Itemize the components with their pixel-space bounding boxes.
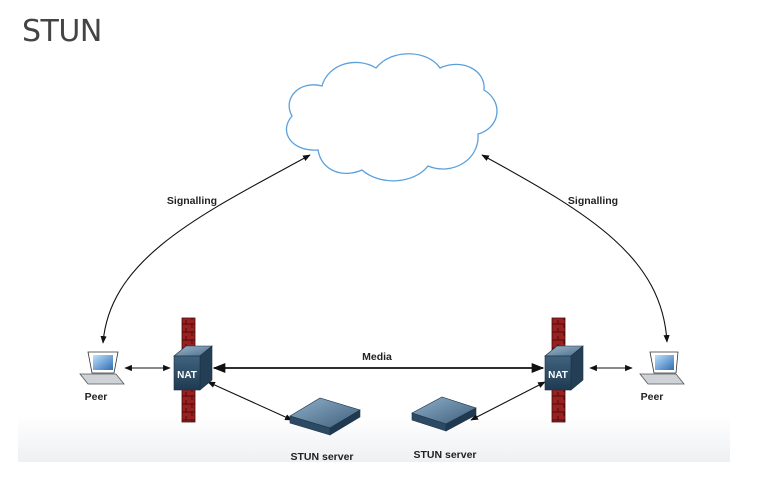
nat-left-icon [173, 345, 213, 391]
stun-server-right-label: STUN server [413, 449, 476, 461]
nat-stun-arrow-right [470, 381, 546, 421]
stun-server-left-icon [289, 397, 361, 436]
nat-stun-arrow-left [207, 381, 293, 421]
peer-right-label: Peer [641, 391, 664, 403]
signalling-arrow-left [100, 154, 311, 344]
stun-server-right-icon [411, 396, 477, 432]
peer-left-label: Peer [85, 391, 108, 403]
nat-right-icon [544, 345, 584, 391]
peer-left-laptop-icon [79, 351, 125, 385]
signalling-right-label: Signalling [568, 195, 618, 207]
footer-strip [18, 415, 730, 462]
cloud [285, 53, 498, 182]
signalling-left-label: Signalling [167, 195, 217, 207]
nat-right-label: NAT [548, 370, 568, 381]
stun-server-left-label: STUN server [290, 451, 353, 463]
page-title: STUN [22, 14, 102, 49]
peer-right-laptop-icon [639, 351, 685, 385]
media-label: Media [362, 351, 392, 363]
signalling-arrow-right [481, 154, 670, 343]
nat-left-label: NAT [177, 370, 197, 381]
